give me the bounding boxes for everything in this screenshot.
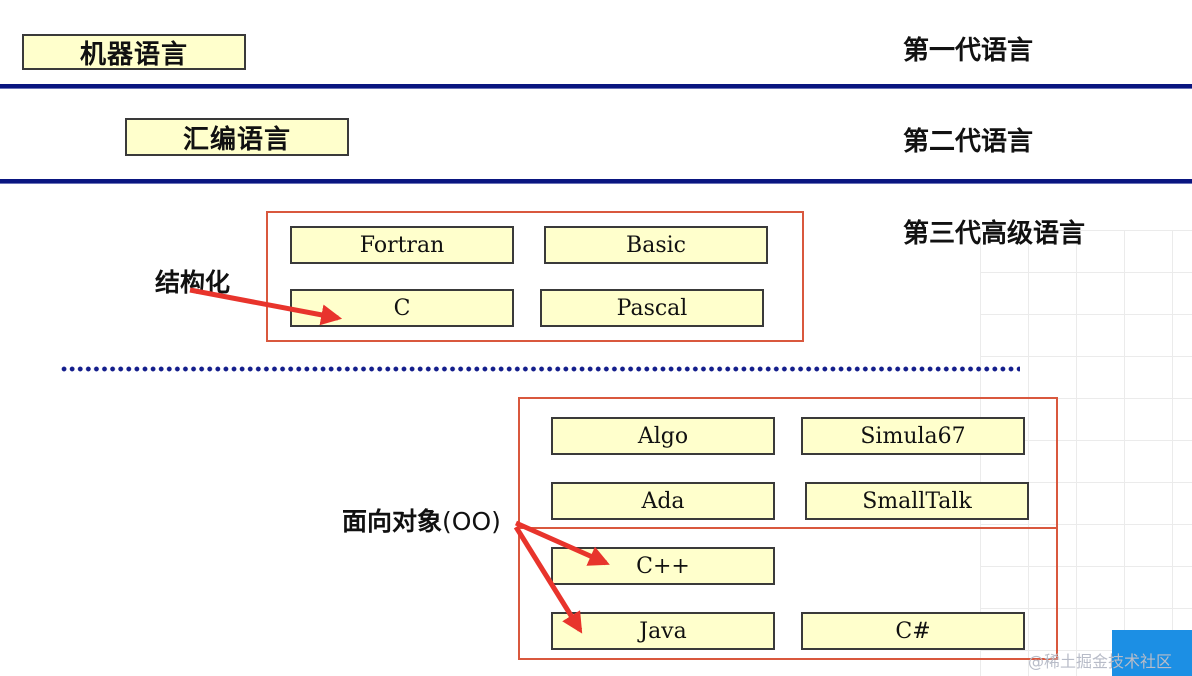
lang-box-csharp: C# <box>801 612 1025 650</box>
divider-second <box>0 179 1192 183</box>
dotted-divider <box>60 366 1020 372</box>
corner-tab <box>1112 630 1192 676</box>
arrow-oo-to-java <box>513 525 583 634</box>
arrow-oo-to-cpp <box>514 520 610 566</box>
oo-frame-split <box>518 527 1058 529</box>
third-generation-label: 第三代高级语言 <box>903 219 1086 249</box>
lang-box-simula67: Simula67 <box>801 417 1025 455</box>
oo-label-abbrev: (OO) <box>442 507 501 536</box>
divider-first <box>0 84 1192 88</box>
assembly-language-box: 汇编语言 <box>125 118 349 156</box>
watermark: @稀土掘金技术社区 <box>1028 652 1173 671</box>
machine-language-box: 机器语言 <box>22 34 246 70</box>
second-generation-label: 第二代语言 <box>903 127 1034 157</box>
lang-box-basic: Basic <box>544 226 768 264</box>
lang-box-pascal: Pascal <box>540 289 764 327</box>
lang-box-fortran: Fortran <box>290 226 514 264</box>
oo-label: 面向对象(OO) <box>342 502 501 538</box>
structured-frame <box>266 211 804 342</box>
lang-box-java: Java <box>551 612 775 650</box>
arrow-structured-to-c <box>189 287 343 326</box>
lang-box-smalltalk: SmallTalk <box>805 482 1029 520</box>
first-generation-label: 第一代语言 <box>903 36 1034 66</box>
lang-box-algo: Algo <box>551 417 775 455</box>
lang-box-ada: Ada <box>551 482 775 520</box>
oo-label-text: 面向对象 <box>342 507 443 536</box>
